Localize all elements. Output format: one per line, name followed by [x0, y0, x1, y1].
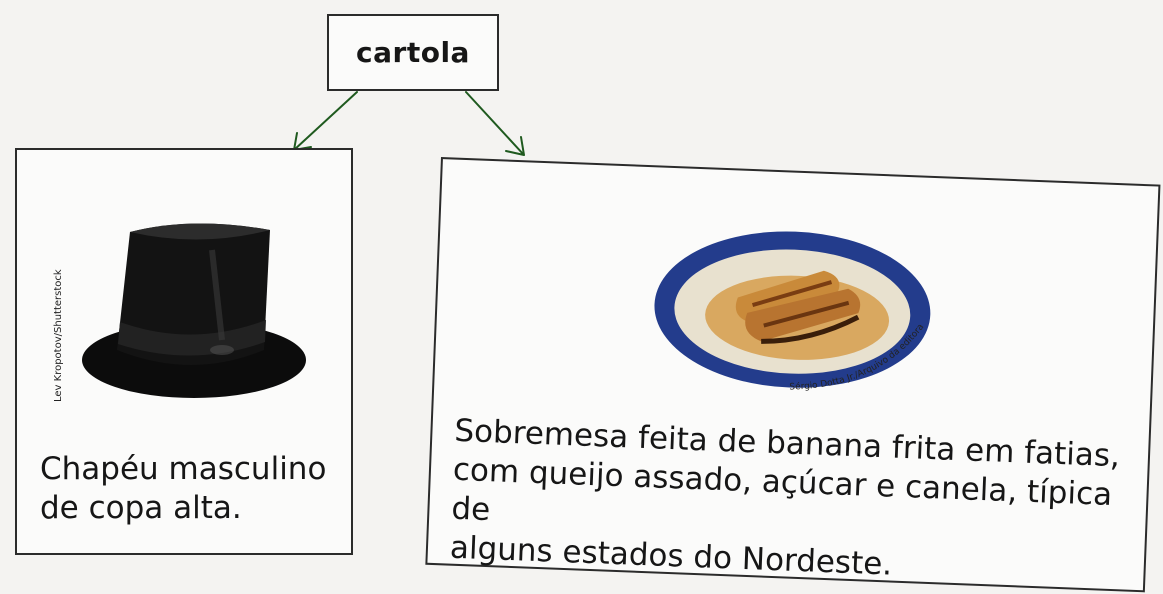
hat-description: Chapéu masculino de copa alta.	[40, 450, 340, 528]
term-label: cartola	[356, 36, 470, 69]
hat-photo-credit: Lev Kropotov/Shutterstock	[53, 269, 64, 402]
top-hat-image	[82, 223, 306, 398]
meaning-card-dessert: Sérgio Dotta Jr./Arquivo da editora Sobr…	[425, 157, 1161, 594]
description-line: Chapéu masculino	[40, 451, 327, 487]
arrow-to-right-card	[465, 91, 525, 156]
arrow-to-left-card	[293, 91, 358, 151]
dessert-plate-image: Sérgio Dotta Jr./Arquivo da editora	[654, 231, 931, 398]
description-line: de copa alta.	[40, 490, 242, 526]
dessert-description: Sobremesa feita de banana frita em fatia…	[449, 412, 1144, 594]
meaning-card-hat: Lev Kropotov/Shutterstock Chapéu masculi…	[15, 148, 353, 555]
term-box: cartola	[327, 14, 499, 91]
